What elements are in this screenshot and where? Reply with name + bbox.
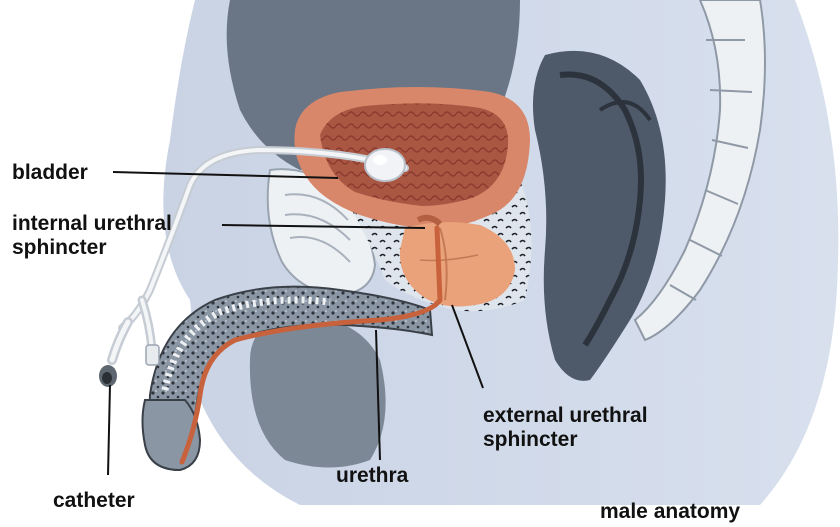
label-internal-sphincter: sphincter xyxy=(12,236,107,260)
label-internal-urethral: internal urethral xyxy=(12,212,172,236)
label-external-urethral: external urethral xyxy=(483,404,648,428)
label-bladder: bladder xyxy=(12,161,88,185)
label-external-sphincter: sphincter xyxy=(483,428,578,452)
catheter-balloon xyxy=(365,149,405,181)
label-urethra: urethra xyxy=(336,464,408,488)
label-catheter: catheter xyxy=(53,489,135,513)
catheter-leader xyxy=(108,385,110,475)
caption-male-anatomy: male anatomy xyxy=(600,500,740,524)
